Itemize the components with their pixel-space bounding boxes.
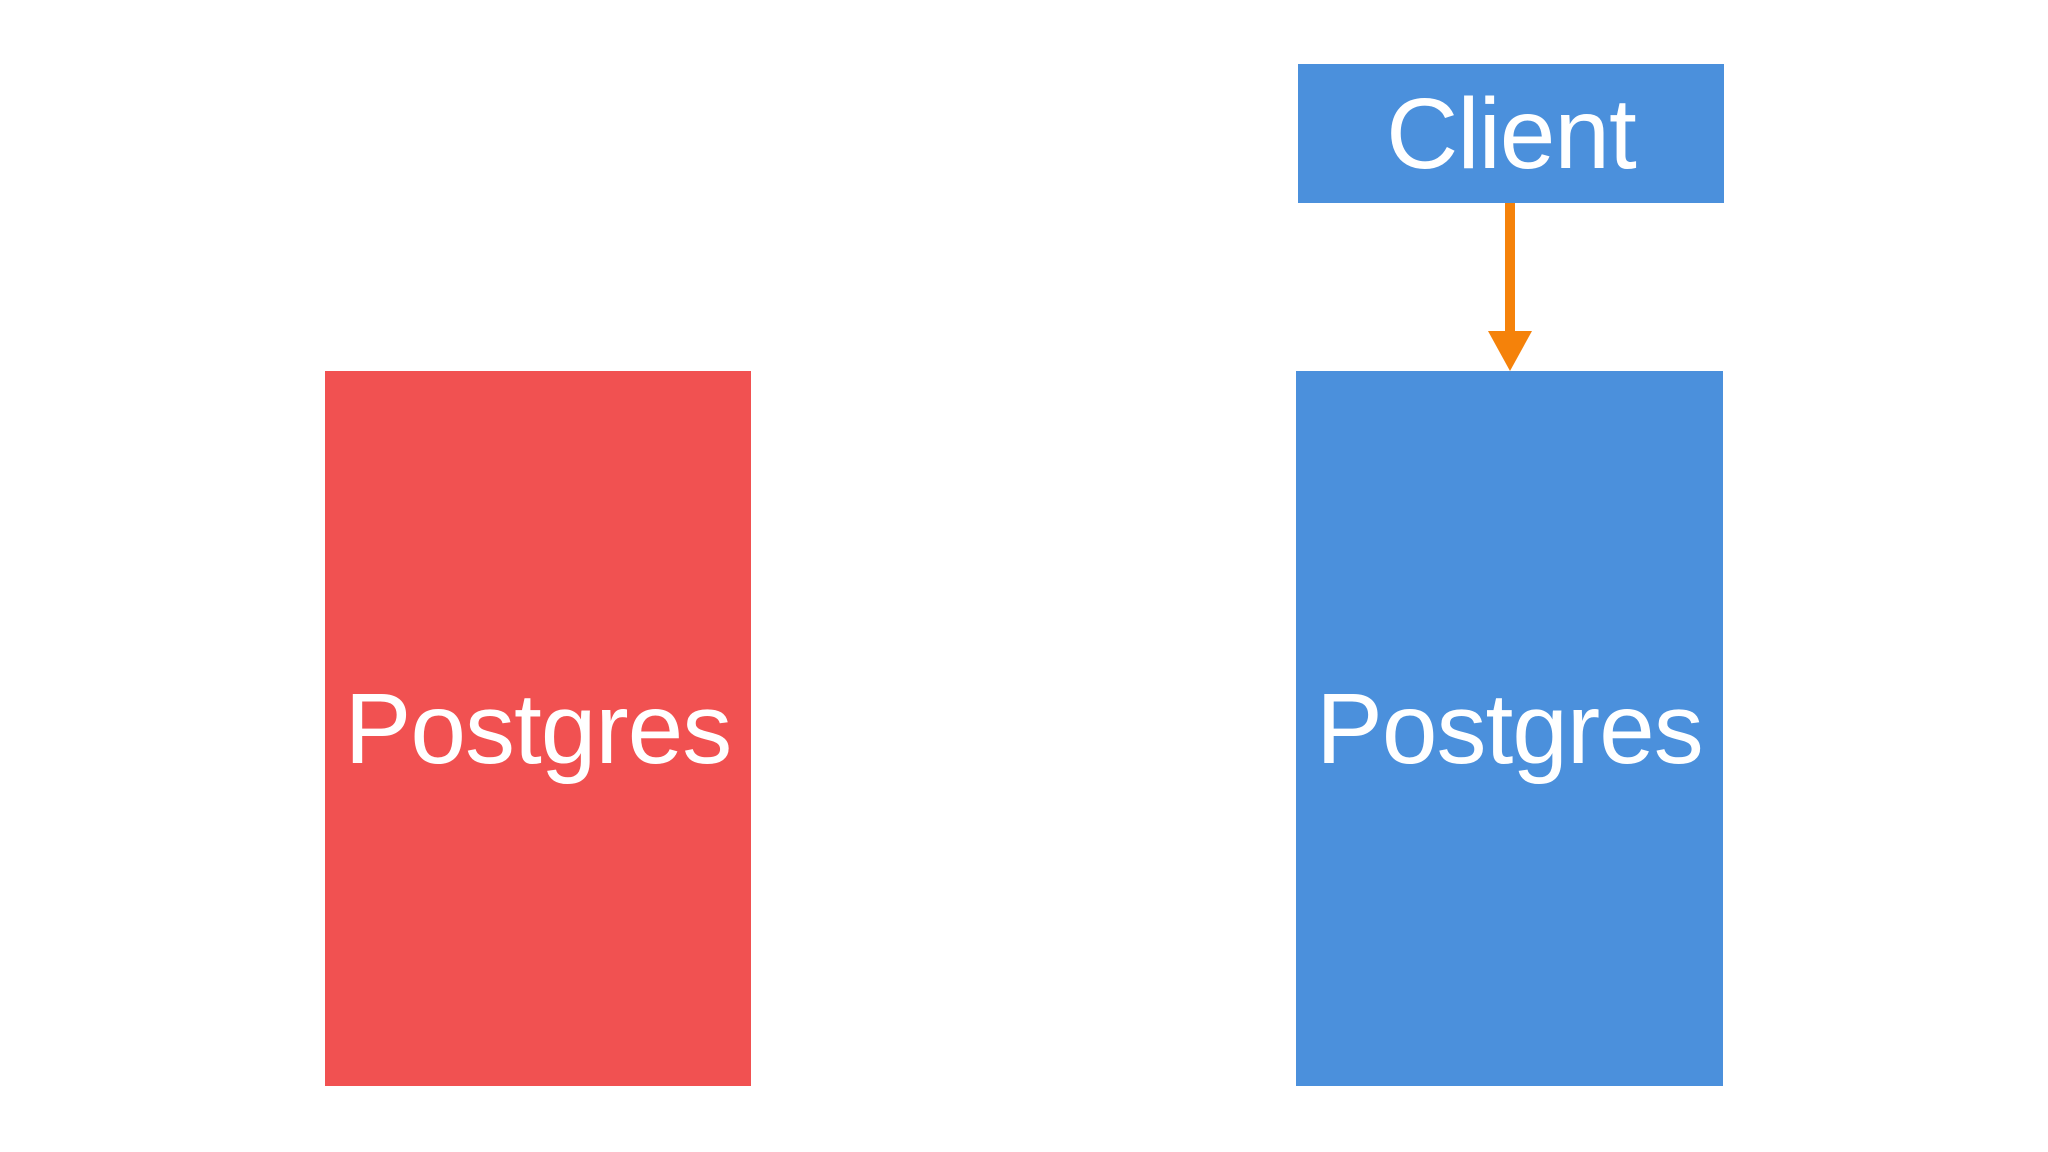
postgres-box-right: Postgres — [1296, 371, 1723, 1086]
postgres-box-left: Postgres — [325, 371, 751, 1086]
arrow-head-down-icon — [1488, 331, 1532, 371]
arrow-shaft — [1505, 203, 1515, 335]
postgres-right-label: Postgres — [1316, 672, 1704, 785]
postgres-left-label: Postgres — [344, 672, 733, 785]
client-to-postgres-arrow — [1488, 203, 1532, 371]
client-box: Client — [1298, 64, 1724, 203]
client-label: Client — [1386, 77, 1637, 190]
